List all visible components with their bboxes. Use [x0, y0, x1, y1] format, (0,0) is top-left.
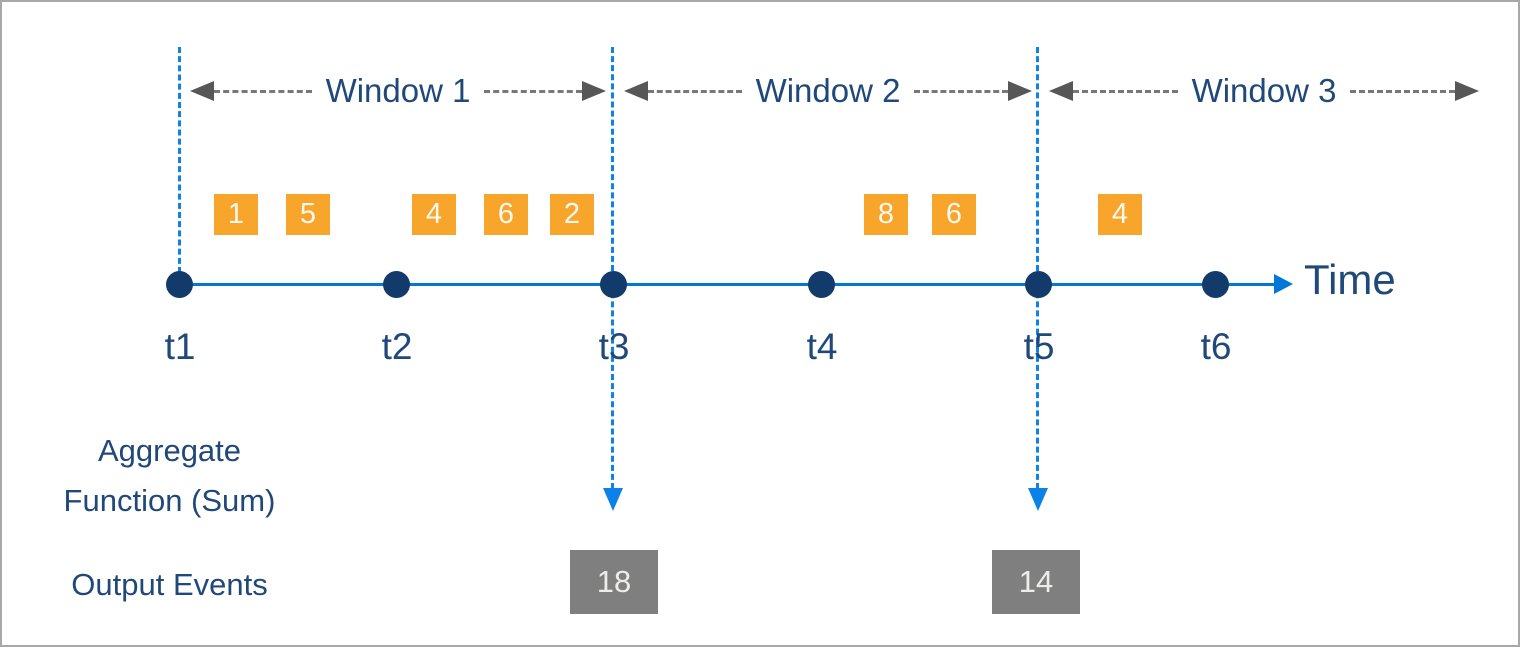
window-span-3: Window 3: [1049, 72, 1480, 110]
aggregate-function-label-line1: Aggregate: [97, 433, 242, 468]
dashed-line: [1350, 89, 1456, 93]
tick-label: t1: [164, 326, 196, 367]
window-boundary-line-t3: [611, 47, 614, 489]
arrow-left-icon: [624, 81, 648, 101]
event-box: 4: [1098, 194, 1142, 235]
event-box: 8: [864, 194, 908, 235]
arrow-left-icon: [190, 81, 214, 101]
window-label: Window 2: [755, 72, 901, 109]
output-arrow-down-icon: [603, 488, 623, 511]
event-box: 6: [932, 194, 976, 235]
window-boundary-line-t1: [178, 47, 181, 273]
dashed-line: [1073, 89, 1178, 93]
tick-label: t6: [1200, 326, 1232, 367]
dashed-line: [914, 89, 1009, 93]
timeline-dot-t2: [383, 271, 410, 298]
tick-label: t3: [598, 326, 630, 367]
window-label: Window 3: [1191, 72, 1337, 109]
arrow-right-icon: [1455, 81, 1480, 101]
dashed-line: [648, 89, 742, 93]
output-events-label: Output Events: [71, 567, 268, 602]
dashed-line: [214, 89, 312, 93]
event-box: 2: [550, 194, 594, 235]
event-box: 6: [484, 194, 528, 235]
arrow-right-icon: [1008, 81, 1033, 101]
tick-label: t4: [806, 326, 838, 367]
tick-label: t5: [1023, 326, 1055, 367]
timeline-dot-t6: [1202, 271, 1229, 298]
time-axis-label: Time: [1304, 256, 1396, 303]
timeline-axis: [180, 283, 1274, 286]
arrow-left-icon: [1049, 81, 1073, 101]
output-value-box: 14: [992, 550, 1080, 614]
aggregate-function-label-line2: Function (Sum): [63, 483, 276, 518]
window-boundary-line-t5: [1036, 47, 1039, 489]
window-span-2: Window 2: [624, 72, 1033, 110]
output-arrow-down-icon: [1028, 488, 1048, 511]
timeline-dot-t3: [600, 271, 627, 298]
window-label: Window 1: [325, 72, 471, 109]
timeline-dot-t5: [1025, 271, 1052, 298]
arrow-right-icon: [1274, 274, 1293, 294]
dashed-line: [484, 89, 583, 93]
window-span-1: Window 1: [190, 72, 607, 110]
arrow-right-icon: [582, 81, 607, 101]
tick-label: t2: [381, 326, 413, 367]
event-box: 1: [214, 194, 258, 235]
output-value-box: 18: [570, 550, 658, 614]
event-box: 4: [412, 194, 456, 235]
timeline-dot-t4: [808, 271, 835, 298]
aggregate-function-label: Aggregate Function (Sum): [27, 426, 312, 526]
timeline-dot-t1: [166, 271, 193, 298]
event-box: 5: [286, 194, 330, 235]
